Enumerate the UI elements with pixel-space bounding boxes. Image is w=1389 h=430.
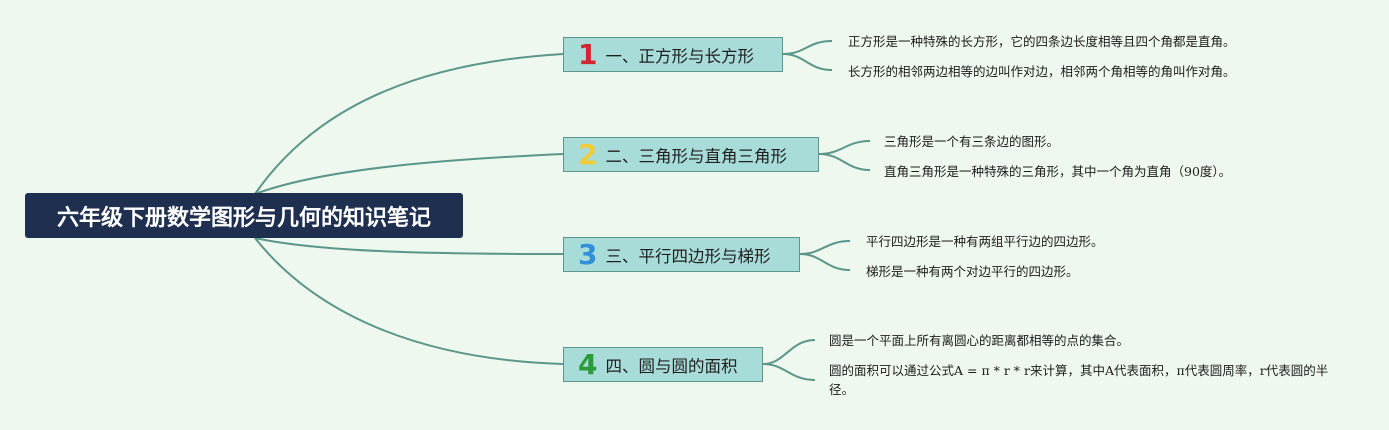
- connector-line: [818, 140, 871, 155]
- connector-line: [762, 363, 816, 381]
- connector-line: [799, 253, 851, 271]
- root-topic[interactable]: 六年级下册数学图形与几何的知识笔记: [25, 193, 463, 238]
- branch-title: 一、正方形与长方形: [605, 46, 754, 66]
- branch-topic-1[interactable]: 1 一、正方形与长方形: [563, 37, 783, 72]
- root-title: 六年级下册数学图形与几何的知识笔记: [56, 205, 431, 231]
- leaf-1-2[interactable]: 长方形的相邻两边相等的边叫作对边，相邻两个角相等的角叫作对角。: [848, 64, 1236, 79]
- connector-line: [782, 40, 833, 55]
- connector-line: [818, 153, 871, 171]
- number-4-icon: 4: [578, 347, 598, 381]
- connector-line: [254, 153, 564, 195]
- leaf-4-1[interactable]: 圆是一个平面上所有离圆心的距离都相等的点的集合。: [829, 333, 1130, 348]
- leaf-4-2[interactable]: 圆的面积可以通过公式A = π * r * r来计算，其中A代表面积，π代表圆周…: [829, 363, 1329, 397]
- leaf-3-1[interactable]: 平行四边形是一种有两组平行边的四边形。: [866, 234, 1104, 249]
- connector-line: [762, 339, 816, 365]
- connector-line: [782, 53, 833, 71]
- branch-title: 四、圆与圆的面积: [605, 356, 738, 376]
- number-2-icon: 2: [578, 137, 598, 171]
- leaf-2-2[interactable]: 直角三角形是一种特殊的三角形，其中一个角为直角（90度）。: [884, 164, 1232, 179]
- branch-title: 二、三角形与直角三角形: [605, 146, 787, 166]
- branch-title: 三、平行四边形与梯形: [605, 246, 771, 266]
- branch-topic-4[interactable]: 4 四、圆与圆的面积: [563, 347, 763, 382]
- branch-topic-3[interactable]: 3 三、平行四边形与梯形: [563, 237, 800, 272]
- connector-line: [254, 237, 564, 255]
- leaf-1-1[interactable]: 正方形是一种特殊的长方形，它的四条边长度相等且四个角都是直角。: [848, 34, 1236, 49]
- branch-topic-2[interactable]: 2 二、三角形与直角三角形: [563, 137, 819, 172]
- connector-line: [799, 240, 851, 255]
- connector-line: [254, 237, 564, 365]
- leaf-3-2[interactable]: 梯形是一种有两个对边平行的四边形。: [866, 264, 1079, 279]
- number-3-icon: 3: [578, 237, 598, 271]
- leaf-2-1[interactable]: 三角形是一个有三条边的图形。: [884, 134, 1060, 149]
- connector-line: [254, 53, 564, 195]
- number-1-icon: 1: [578, 37, 598, 71]
